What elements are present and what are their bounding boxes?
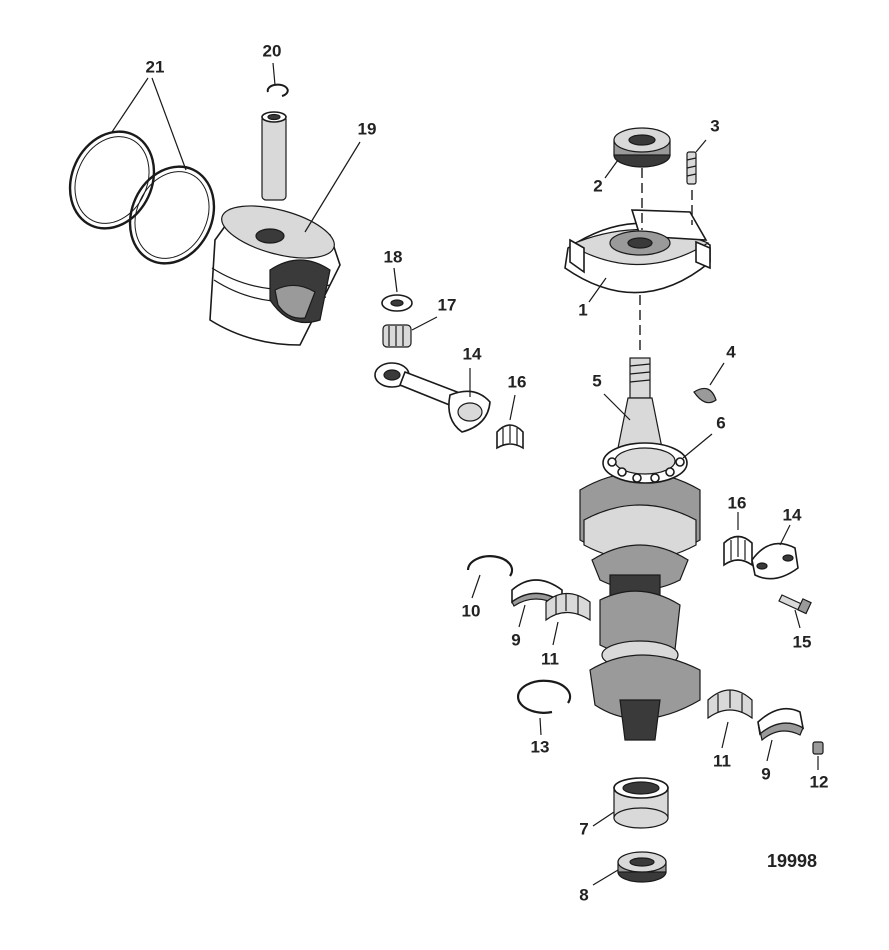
bearing-race-right [757, 707, 805, 742]
callout-1: 1 [578, 300, 587, 319]
thrust-washer [381, 294, 413, 312]
callout-10: 10 [462, 601, 481, 620]
rod-cap-screw [778, 594, 812, 615]
rod-cap [751, 542, 799, 580]
callout-16-lower: 16 [728, 493, 747, 512]
piston-pin-retainer [266, 83, 289, 97]
piston-pin [261, 111, 287, 201]
crankshaft [579, 357, 701, 741]
callout-12: 12 [810, 772, 829, 791]
connecting-rod [374, 362, 491, 433]
callout-11-right: 11 [713, 751, 731, 770]
callout-20: 20 [263, 41, 282, 60]
callout-4: 4 [726, 342, 736, 361]
piston [209, 205, 341, 346]
roller-bearing-left [545, 592, 591, 622]
callout-3: 3 [710, 116, 719, 135]
needle-bearing-upper [496, 424, 524, 450]
callout-7: 7 [579, 819, 588, 838]
callout-14-upper: 14 [463, 344, 482, 363]
callout-9-left: 9 [511, 630, 520, 649]
retaining-ring-upper [466, 555, 514, 577]
figure-id: 19998 [767, 851, 817, 871]
callout-17: 17 [438, 295, 457, 314]
callout-labels: 21 20 19 2 3 1 18 17 4 14 5 16 6 16 14 1… [146, 41, 829, 904]
callout-11-left: 11 [541, 649, 559, 668]
callout-15: 15 [793, 632, 812, 651]
callout-8: 8 [579, 885, 588, 904]
callout-13: 13 [531, 737, 550, 756]
upper-end-cap [564, 209, 711, 294]
dowel-pin [812, 741, 824, 755]
leader-lines [111, 62, 819, 886]
needle-bearing-lower [723, 535, 753, 567]
screw [686, 151, 697, 185]
oil-seal-upper [613, 127, 671, 168]
woodruff-key [693, 387, 717, 404]
lower-needle-bearing [613, 777, 669, 829]
callout-19: 19 [358, 119, 377, 138]
callout-21: 21 [146, 57, 165, 76]
needle-bearing-small-end [382, 324, 412, 348]
retaining-ring-lower [516, 679, 572, 714]
callout-14-lower: 14 [783, 505, 802, 524]
ball-bearing [602, 442, 688, 484]
callout-2: 2 [593, 176, 602, 195]
callout-16-upper: 16 [508, 372, 527, 391]
roller-bearing-right [707, 689, 753, 720]
callout-5: 5 [592, 371, 601, 390]
callout-9-right: 9 [761, 764, 770, 783]
callout-18: 18 [384, 247, 403, 266]
oil-seal-lower [617, 851, 667, 883]
piston-rings [68, 130, 216, 265]
callout-6: 6 [716, 413, 725, 432]
